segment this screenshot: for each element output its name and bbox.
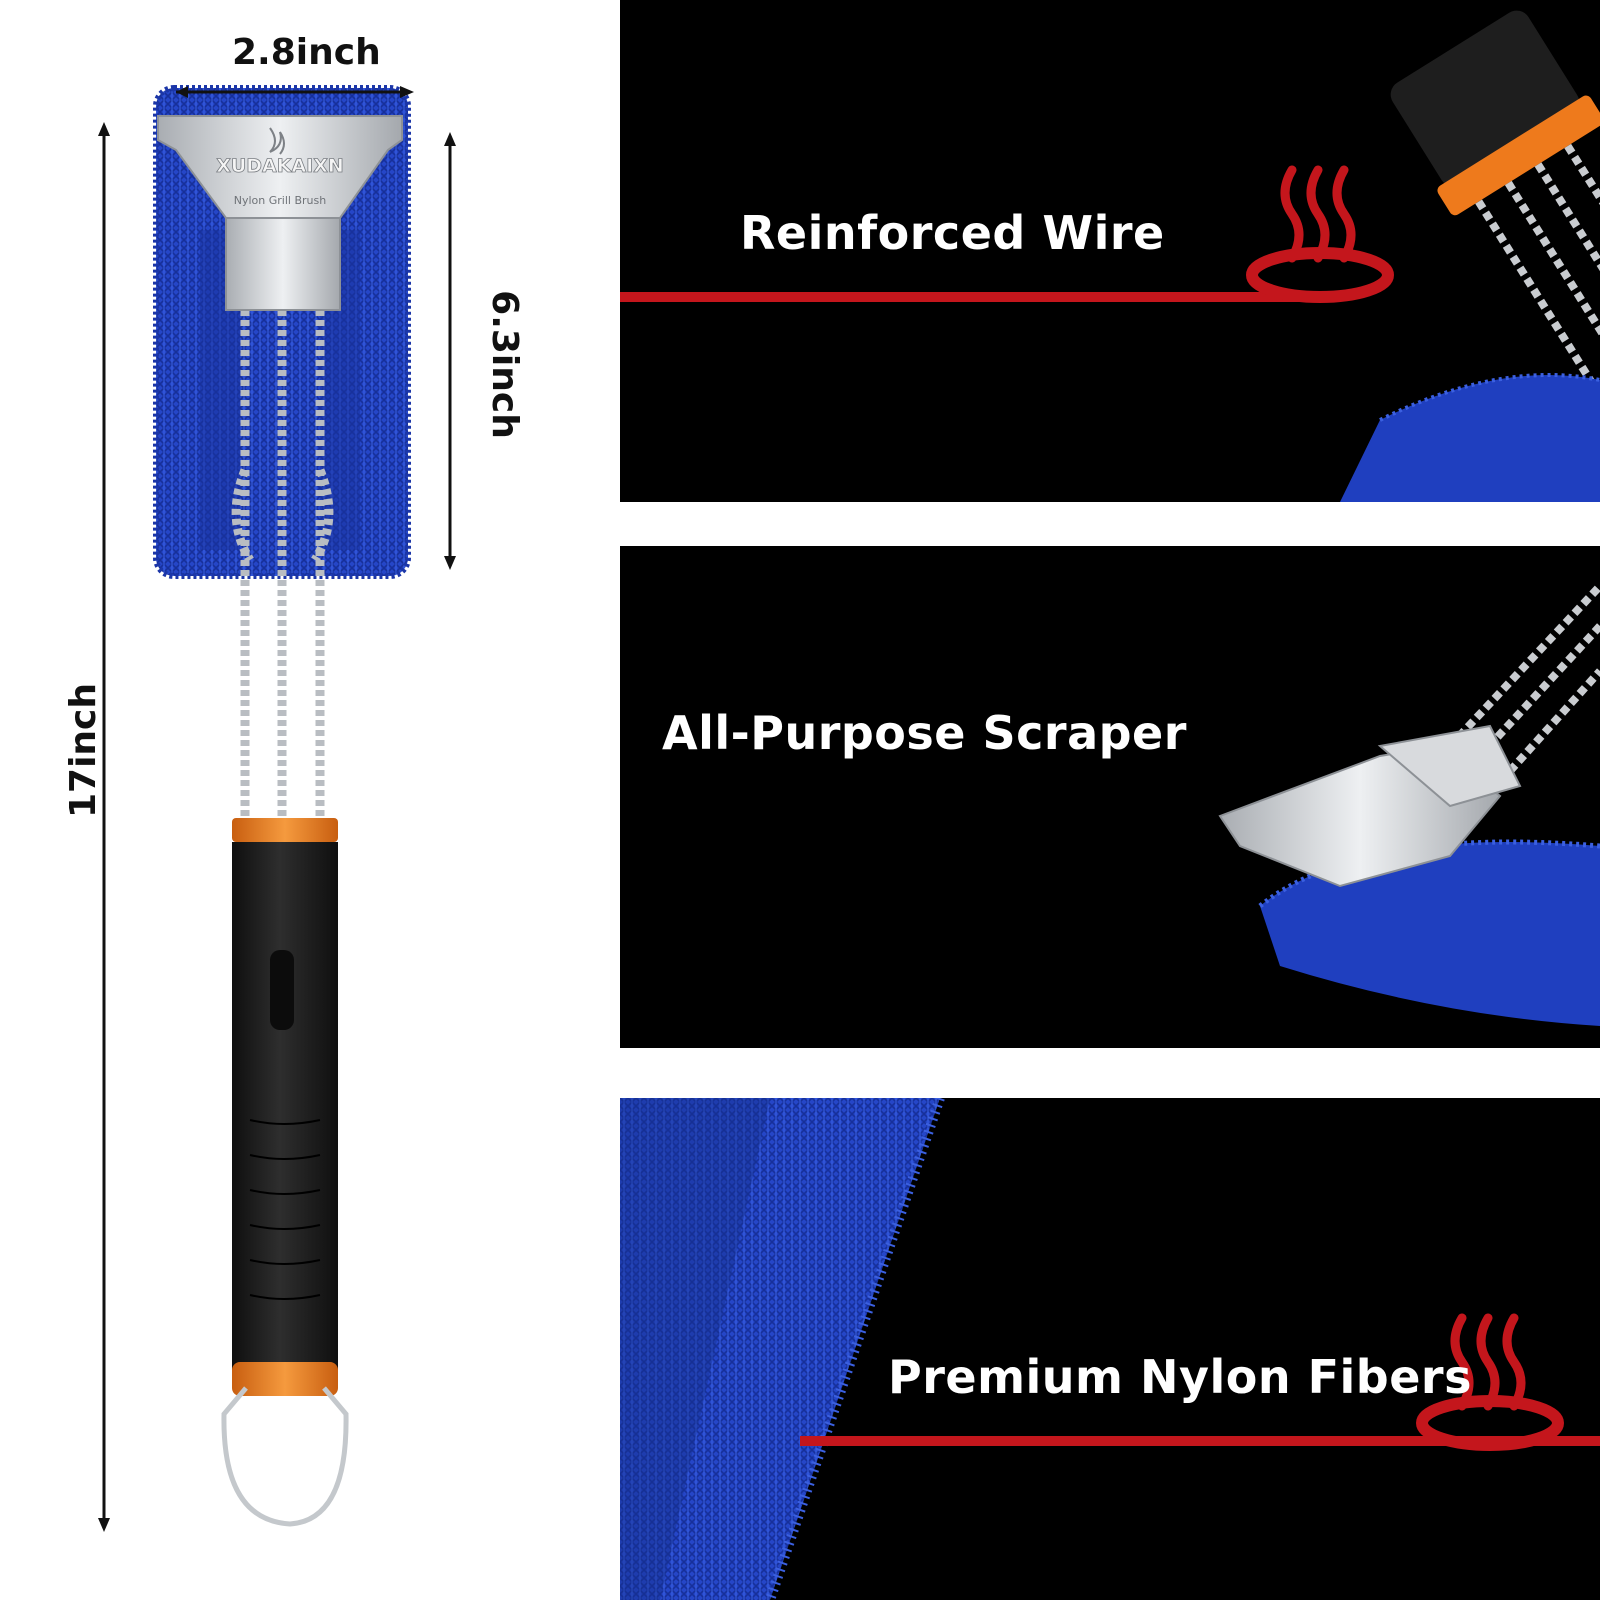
head-length-dimension-label: 6.3inch <box>483 290 525 439</box>
scraper-brand-text: XUDAKAIXN <box>216 155 344 177</box>
handle <box>221 818 349 1527</box>
scraper-closeup-illustration <box>1218 583 1600 1026</box>
product-dimension-panel: XUDAKAIXN Nylon Grill Brush <box>0 0 620 1600</box>
feature-panel-scraper: All-Purpose Scraper <box>620 546 1600 1048</box>
heat-waves-icon <box>1246 165 1394 303</box>
wire-closeup-illustration <box>620 10 1600 502</box>
feature-panel-reinforced-wire: Reinforced Wire <box>620 0 1600 502</box>
feature-title-reinforced-wire: Reinforced Wire <box>740 206 1165 260</box>
twisted-steel-wires <box>231 300 334 820</box>
feature-title-scraper: All-Purpose Scraper <box>662 706 1187 760</box>
width-dimension-label: 2.8inch <box>232 32 381 73</box>
dimension-arrows <box>98 86 456 1532</box>
scraper-product-text: Nylon Grill Brush <box>234 194 326 207</box>
total-length-dimension-label: 17inch <box>63 682 105 819</box>
steel-scraper: XUDAKAIXN Nylon Grill Brush <box>157 115 403 311</box>
nylon-fibers-closeup-illustration <box>620 1098 1600 1600</box>
feature-panel-nylon-fibers: Premium Nylon Fibers <box>620 1098 1600 1600</box>
feature-title-nylon-fibers: Premium Nylon Fibers <box>888 1350 1472 1404</box>
heat-waves-icon <box>1416 1313 1564 1451</box>
grill-brush-illustration: XUDAKAIXN Nylon Grill Brush <box>98 85 456 1532</box>
